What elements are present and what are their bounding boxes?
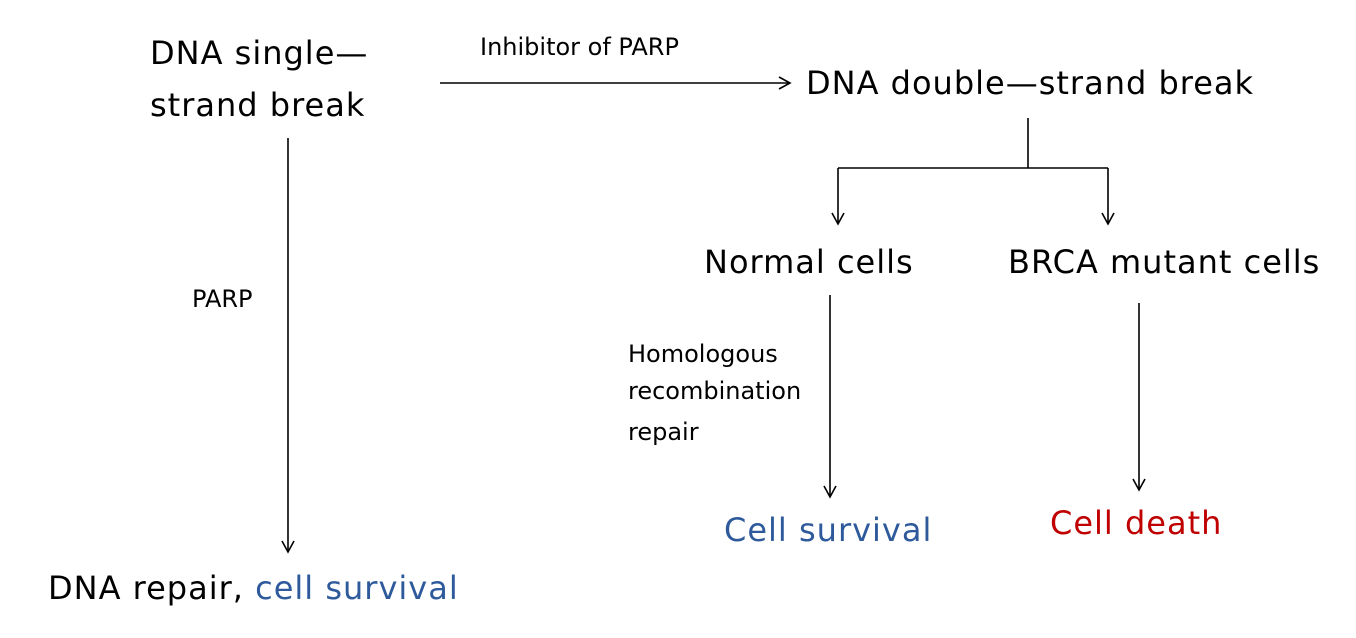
node-brca-mutant-cells: BRCA mutant cells	[1008, 243, 1321, 281]
edge-label-hr-line1: Homologous	[628, 340, 778, 368]
dna-repair-cell-survival: cell survival	[255, 569, 459, 607]
edge-label-inhibitor-of-parp: Inhibitor of PARP	[480, 33, 679, 61]
node-single-strand-break-line1: DNA single—	[150, 34, 369, 72]
node-single-strand-break-line2: strand break	[150, 86, 366, 124]
node-normal-cells: Normal cells	[704, 243, 914, 281]
dna-repair-prefix: DNA repair,	[48, 569, 244, 607]
edge-label-parp: PARP	[192, 285, 253, 313]
node-dna-repair: DNA repair, cell survival	[48, 569, 459, 607]
node-normal-cell-survival: Cell survival	[724, 511, 933, 549]
node-brca-cell-death: Cell death	[1050, 504, 1223, 542]
edge-label-hr-line2: recombination	[628, 377, 802, 405]
node-double-strand-break: DNA double—strand break	[806, 64, 1255, 102]
edge-label-hr-line3: repair	[628, 418, 699, 446]
